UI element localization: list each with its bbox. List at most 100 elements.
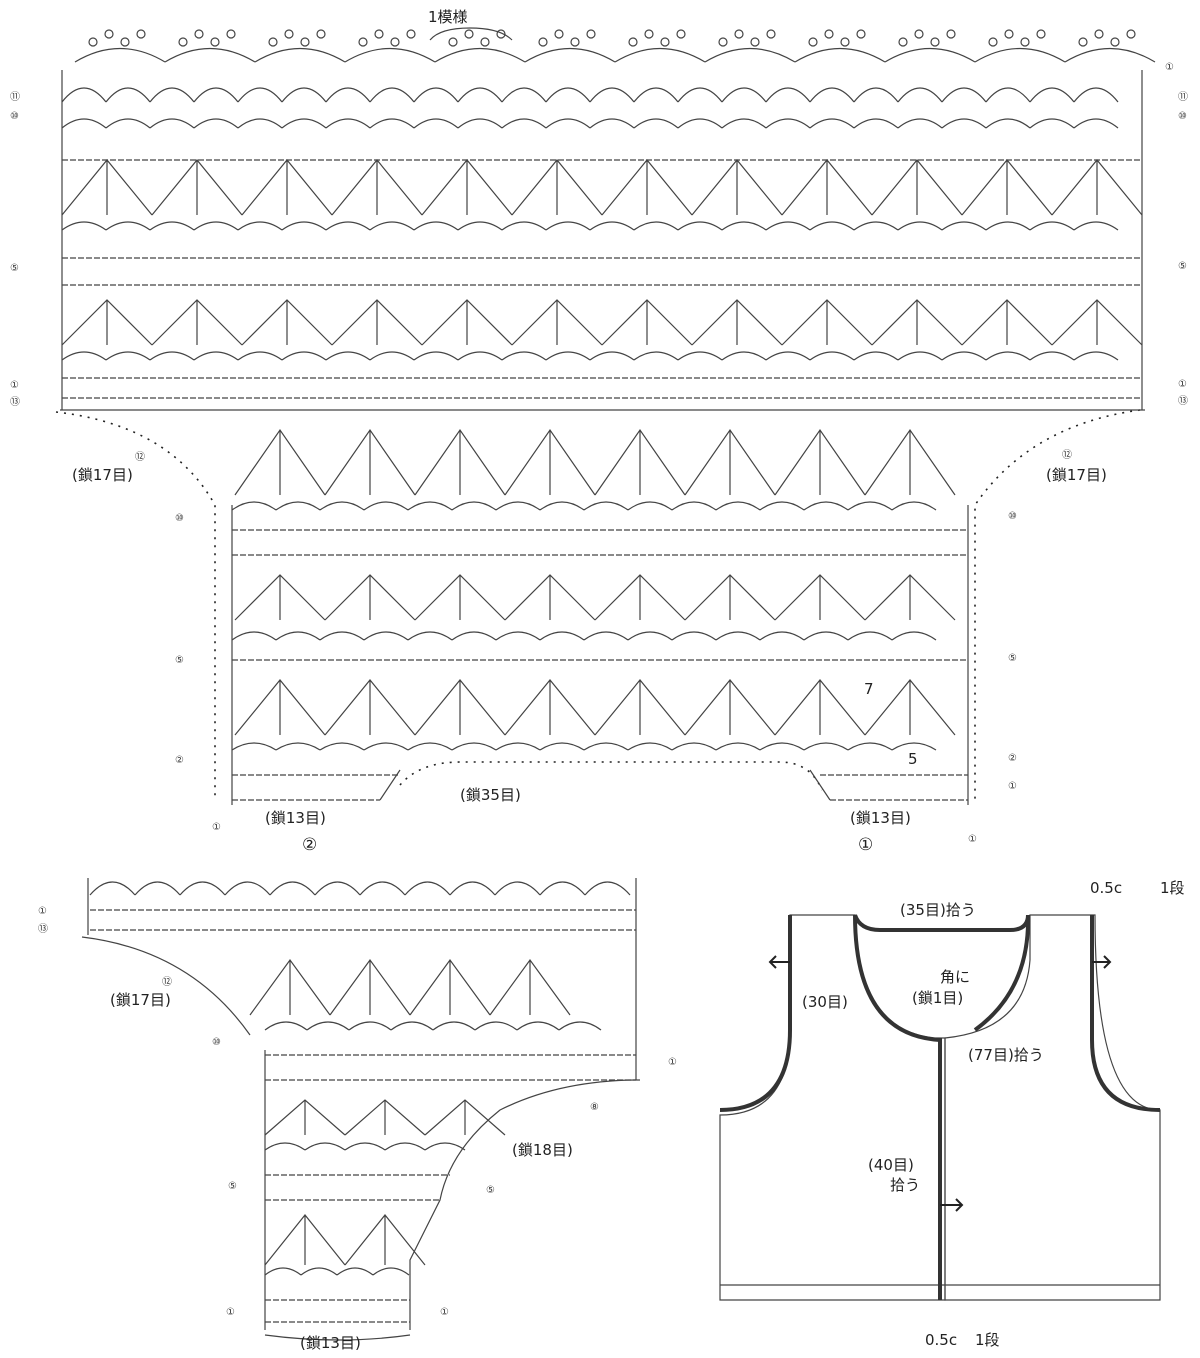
row-label-right-12: ⑫ — [1062, 449, 1072, 461]
edging-picot — [628, 37, 638, 47]
fan-motif — [61, 299, 1143, 346]
pattern-repeat-label: 1模様 — [428, 8, 468, 26]
edging-scallop — [794, 47, 886, 63]
edging-picot — [840, 37, 850, 47]
edging-picot — [284, 29, 294, 39]
upper-edge-lines — [61, 70, 1143, 410]
side-armhole-curve — [81, 936, 251, 1036]
edging-picot — [194, 29, 204, 39]
repeat-bracket — [429, 27, 513, 41]
side-row-label-5b: ⑤ — [486, 1185, 495, 1196]
edging-scallop — [434, 47, 526, 63]
fan-motif — [249, 958, 571, 1016]
row-label-left-11: ⑪ — [10, 91, 20, 103]
scallop-row — [264, 1267, 410, 1276]
bottom-width-label: 0.5c — [925, 1331, 957, 1349]
edging-picot — [316, 29, 326, 39]
edging-scallop — [1064, 47, 1156, 63]
vest-schematic: (35目)拾う 0.5c 1段 (30目) 角に (鎖1目) (77目)拾う (… — [719, 879, 1185, 1349]
top-width-label: 0.5c — [1090, 879, 1122, 897]
edging-scallop — [884, 47, 976, 63]
edging-picot — [554, 29, 564, 39]
fan-motif — [234, 574, 956, 621]
side-row-label-1c: ① — [226, 1307, 235, 1318]
edging-scallop — [704, 47, 796, 63]
edging-picot — [210, 37, 220, 47]
side-row-label-1: ① — [38, 906, 47, 917]
edging-picot — [570, 37, 580, 47]
top-rows-label: 1段 — [1160, 879, 1185, 897]
row-label-left-5b: ⑤ — [175, 655, 184, 666]
row-label-right-1b: ① — [1178, 379, 1187, 390]
row-label-left-13: ⑬ — [10, 396, 20, 408]
edging-scallop — [974, 47, 1066, 63]
row-label-right-1: ① — [1165, 62, 1174, 73]
edging-picot — [480, 37, 490, 47]
edging-picot — [178, 37, 188, 47]
row-label-right-5b: ⑤ — [1008, 653, 1017, 664]
fan-motif — [264, 1214, 426, 1266]
chain-bottom-right-label: (鎖13目) — [850, 809, 911, 827]
row-label-left-10b: ⑩ — [175, 513, 184, 524]
edging-picot — [1078, 37, 1088, 47]
side-chart: ① ⑬ ⑫ ⑩ ① ⑧ ⑤ ⑤ ① ① (鎖17目) (鎖18目) (鎖13目) — [38, 878, 677, 1352]
edging-picot — [644, 29, 654, 39]
edging-picot — [1094, 29, 1104, 39]
lower-edge-lines — [231, 505, 969, 805]
edging-picot — [358, 37, 368, 47]
side-row-label-8: ⑧ — [590, 1102, 599, 1113]
edging-picot — [226, 29, 236, 39]
row-label-left-5: ⑤ — [10, 263, 19, 274]
fan-motif — [264, 1099, 506, 1136]
row-label-right-13: ⑬ — [1178, 395, 1188, 407]
chain-right-label: (鎖17目) — [1046, 466, 1107, 484]
side-row-label-5: ⑤ — [228, 1181, 237, 1192]
row-label-left-2: ② — [175, 755, 184, 766]
edging-picot — [1020, 37, 1030, 47]
edging-picot — [104, 29, 114, 39]
neck-pick-label: (35目)拾う — [900, 901, 976, 919]
chain-left-label: (鎖17目) — [72, 466, 133, 484]
edging-picot — [390, 37, 400, 47]
back-neck-border — [853, 914, 1031, 1032]
front-lower-label-2: 拾う — [890, 1176, 920, 1194]
edging-picot — [898, 37, 908, 47]
top-edging — [74, 29, 1156, 63]
edging-picot — [1126, 29, 1136, 39]
edging-scallop — [524, 47, 616, 63]
row-label-right-1c: ① — [1008, 781, 1017, 792]
edging-picot — [766, 29, 776, 39]
edging-picot — [88, 37, 98, 47]
arrow-right-icon — [1092, 955, 1112, 969]
row-label-left-10: ⑩ — [10, 111, 19, 122]
chain-center-label: (鎖35目) — [460, 786, 521, 804]
front-stitches-label: (30目) — [802, 993, 848, 1011]
row-label-right-10: ⑩ — [1178, 111, 1187, 122]
row-label-right-1d: ① — [968, 834, 977, 845]
fan-motif — [234, 679, 956, 736]
scallop-row — [61, 118, 1119, 129]
edging-picot — [930, 37, 940, 47]
edging-picot — [496, 29, 506, 39]
edging-picot — [538, 37, 548, 47]
row-label-right-5: ⑤ — [1178, 261, 1187, 272]
scallop-row — [61, 221, 1119, 231]
edging-picot — [448, 37, 458, 47]
side-neck-curve — [264, 1050, 641, 1330]
edging-picot — [914, 29, 924, 39]
piece-2-label: ② — [302, 835, 317, 855]
edging-picot — [824, 29, 834, 39]
edging-picot — [718, 37, 728, 47]
edging-picot — [374, 29, 384, 39]
edging-picot — [586, 29, 596, 39]
row-label-left-1b: ① — [212, 822, 221, 833]
scallop-row — [231, 501, 937, 511]
edging-picot — [750, 37, 760, 47]
edging-picot — [120, 37, 130, 47]
edging-picot — [676, 29, 686, 39]
side-pick-label: (77目)拾う — [968, 1046, 1044, 1064]
edging-picot — [464, 29, 474, 39]
scallop-row — [264, 1021, 602, 1031]
edging-picot — [1110, 37, 1120, 47]
side-chain-bottom-label: (鎖13目) — [300, 1334, 361, 1352]
